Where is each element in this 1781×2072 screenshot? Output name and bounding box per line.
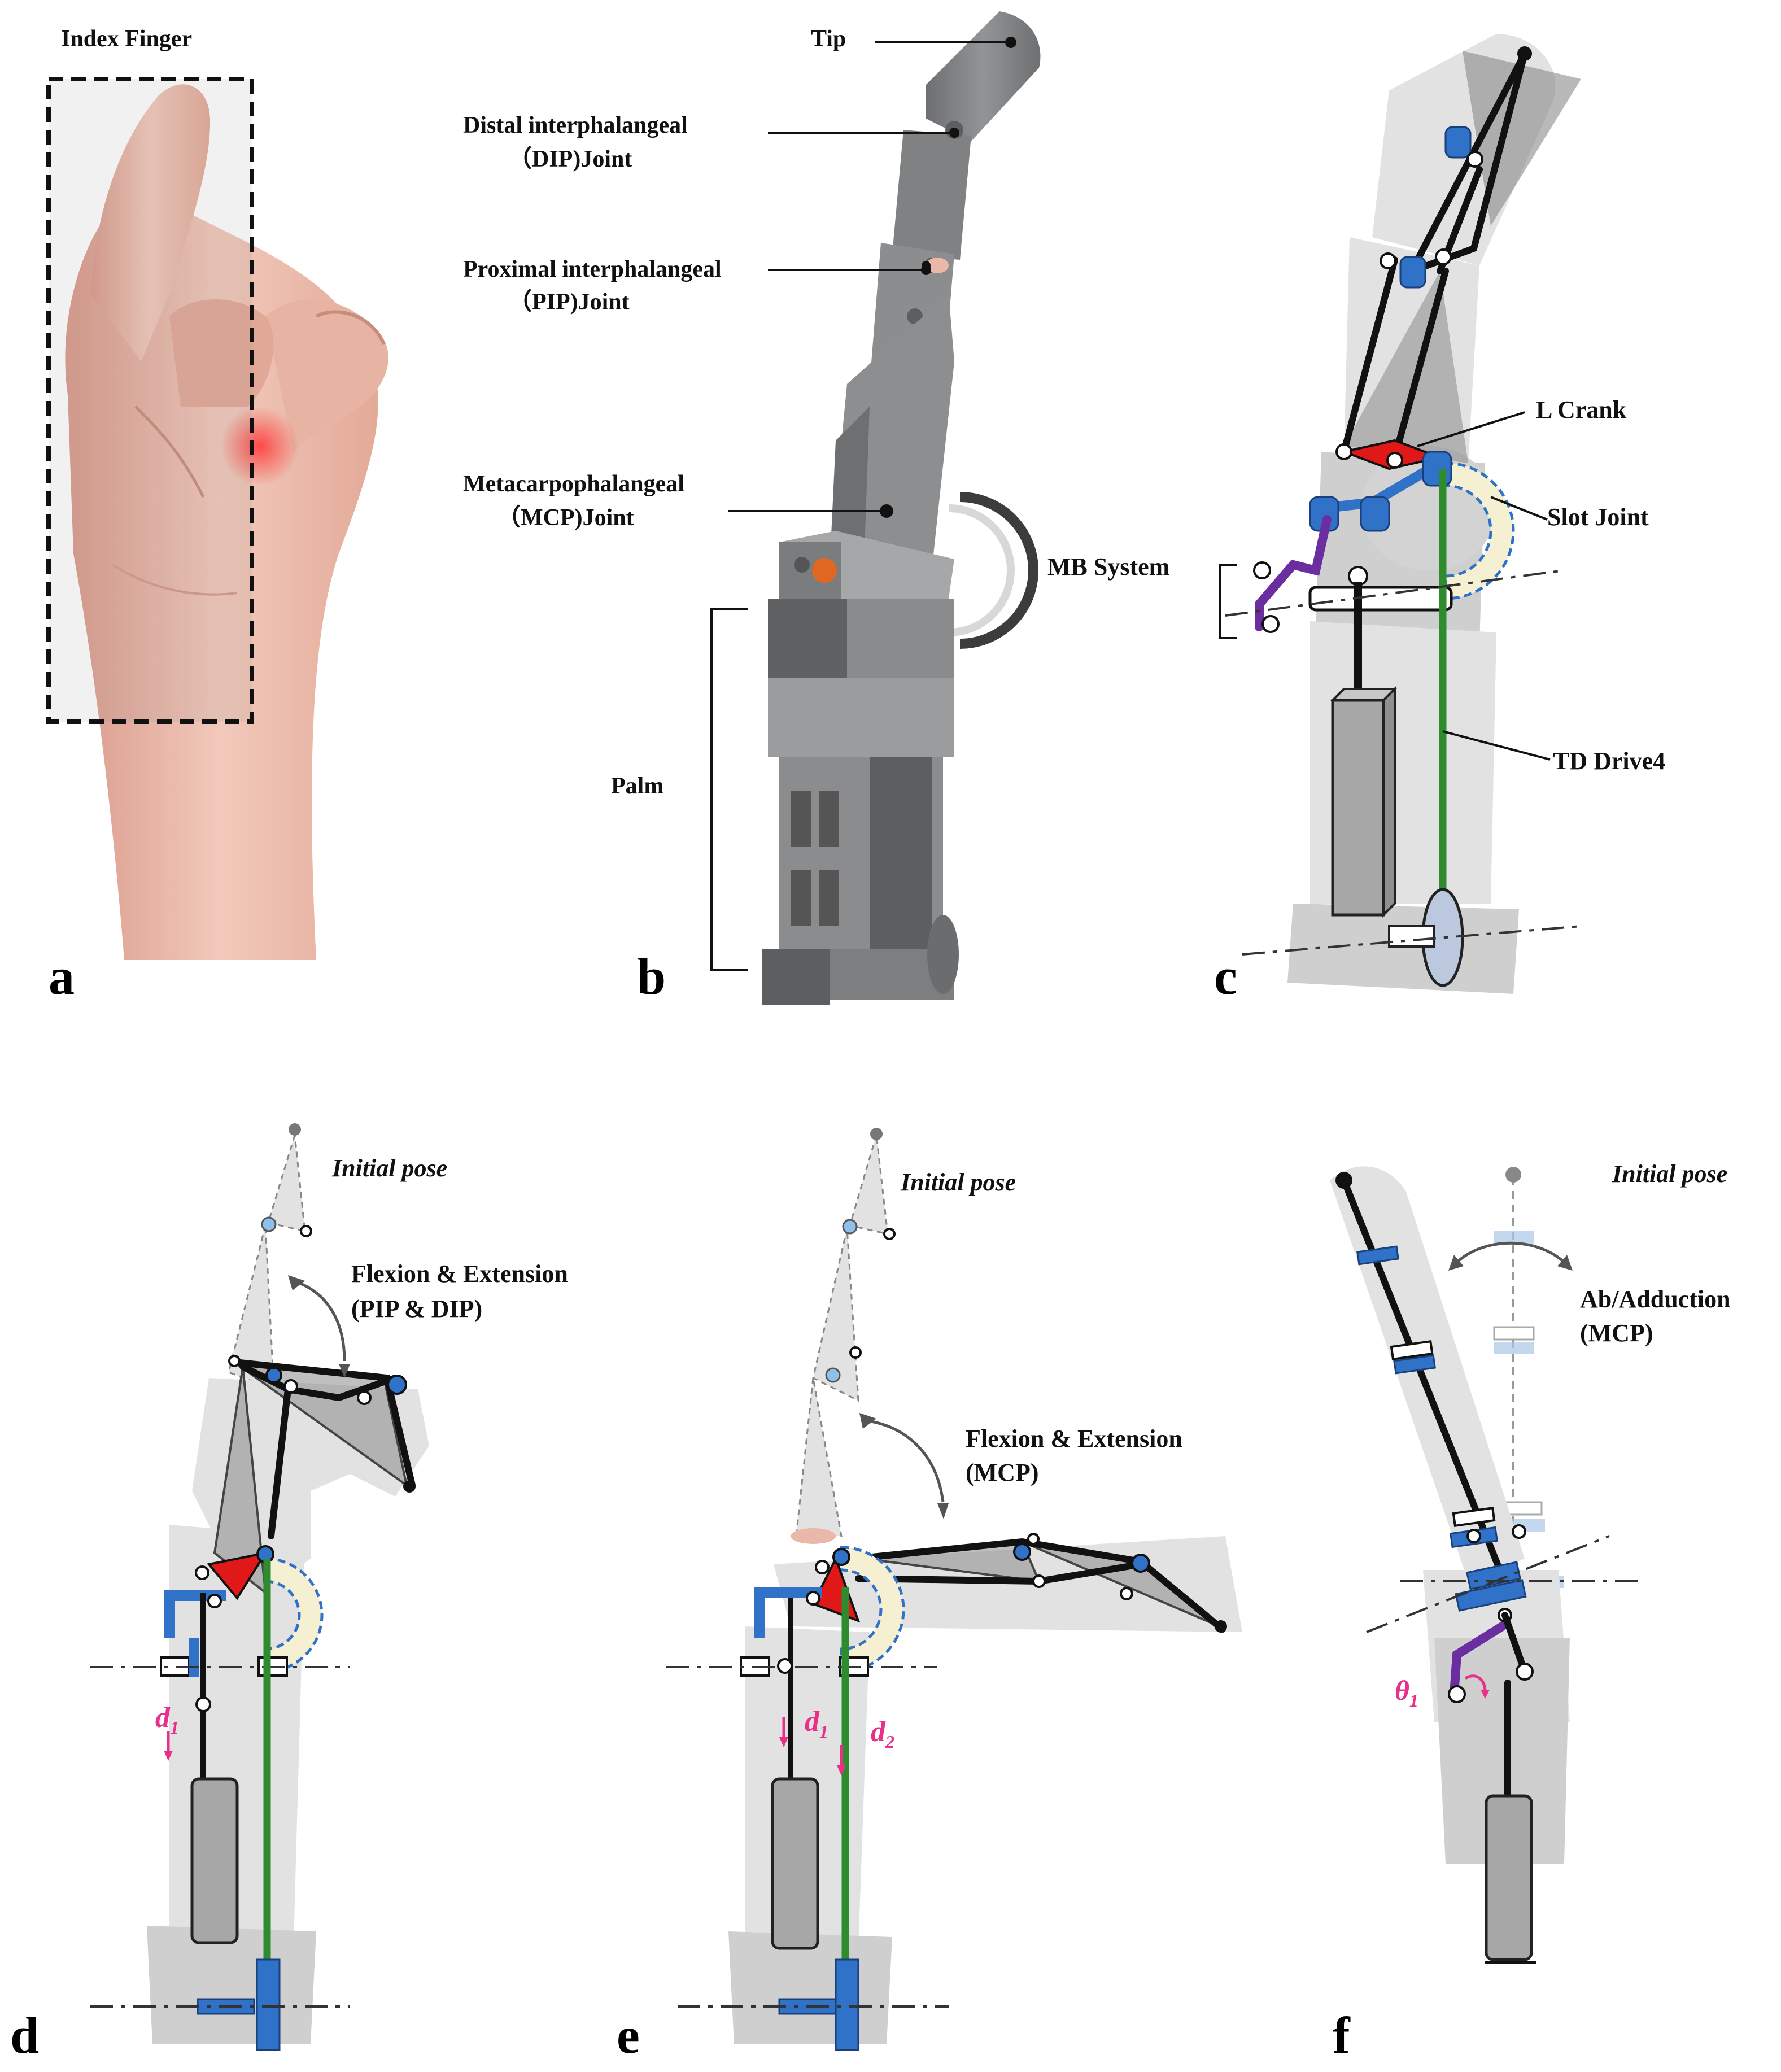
label-motion-d-line1: Flexion & Extension bbox=[351, 1260, 568, 1288]
label-dip-line2: （DIP)Joint bbox=[508, 146, 632, 172]
pulley-axis bbox=[1242, 925, 1582, 956]
label-mcp-line2: （MCP)Joint bbox=[497, 504, 634, 531]
label-motion-d-line2: (PIP & DIP) bbox=[351, 1295, 482, 1323]
slot-joint bbox=[1444, 461, 1515, 600]
panel-c: L Crank Slot Joint MB System TD Drive4 c bbox=[1047, 34, 1665, 1005]
panel-a: Index Finger a bbox=[46, 26, 388, 1005]
panel-letter-c: c bbox=[1214, 948, 1237, 1005]
actuator-f bbox=[1485, 1794, 1533, 1961]
label-l-crank: L Crank bbox=[1536, 396, 1627, 424]
leader-slot-joint bbox=[1490, 496, 1548, 521]
index-finger-selection-box bbox=[46, 77, 254, 724]
symbol-theta1: θ1 bbox=[1395, 1674, 1418, 1711]
label-pip-line2: （PIP)Joint bbox=[508, 289, 630, 315]
label-tip: Tip bbox=[811, 26, 846, 52]
ab-purple-linkage bbox=[1450, 1622, 1507, 1699]
label-initial-pose-f: Initial pose bbox=[1612, 1160, 1727, 1188]
panel-a-title: Index Finger bbox=[61, 26, 192, 52]
actuator-d bbox=[190, 1777, 239, 1944]
panel-letter-f: f bbox=[1333, 2006, 1351, 2064]
label-palm: Palm bbox=[611, 773, 663, 799]
mb-bracket bbox=[1219, 564, 1237, 639]
label-mb-system: MB System bbox=[1047, 553, 1169, 581]
symbol-e-d2: d2 bbox=[871, 1716, 894, 1752]
label-motion-f-line2: (MCP) bbox=[1580, 1319, 1653, 1347]
panel-e: d1 d2 Initial pose Flexion & Extension (… bbox=[617, 1128, 1242, 2064]
panel-b: Tip Distal interphalangeal （DIP)Joint Pr… bbox=[463, 11, 1041, 1005]
leader-td-drive bbox=[1442, 730, 1551, 761]
panel-d: d1 Initial pose Flexion & Extension (PIP… bbox=[10, 1123, 568, 2064]
label-pip-line1: Proximal interphalangeal bbox=[463, 256, 722, 282]
cad-finger-render bbox=[762, 11, 1041, 1005]
panel-letter-d: d bbox=[10, 2006, 39, 2064]
red-crank-d bbox=[207, 1551, 268, 1600]
label-motion-e-line1: Flexion & Extension bbox=[966, 1425, 1182, 1452]
mb-axis bbox=[1225, 569, 1565, 617]
leader-l-crank bbox=[1417, 411, 1525, 447]
label-slot-joint: Slot Joint bbox=[1547, 503, 1649, 531]
label-initial-pose-e: Initial pose bbox=[900, 1168, 1016, 1196]
actuator-e bbox=[771, 1777, 819, 1950]
label-motion-e-line2: (MCP) bbox=[966, 1459, 1039, 1486]
distal-roller bbox=[1444, 126, 1472, 159]
ghost-initial-pose-d bbox=[228, 1123, 312, 1391]
symbol-d1-d: d1 bbox=[155, 1702, 179, 1738]
label-initial-pose-d: Initial pose bbox=[331, 1154, 447, 1182]
panel-letter-b: b bbox=[637, 948, 666, 1005]
label-td-drive: TD Drive4 bbox=[1553, 747, 1665, 775]
ghost-initial-pose-e bbox=[795, 1128, 896, 1537]
panel-letter-e: e bbox=[617, 2006, 640, 2064]
panel-letter-a: a bbox=[49, 948, 75, 1005]
mb-bar bbox=[1308, 586, 1453, 612]
symbol-e-d1: d1 bbox=[805, 1705, 828, 1742]
panel-f: θ1 Initial pose Ab/Adduction (MCP) f bbox=[1330, 1160, 1731, 2064]
label-dip-line1: Distal interphalangeal bbox=[463, 112, 688, 138]
axis-f-tilted bbox=[1366, 1535, 1610, 1633]
linear-actuator bbox=[1331, 699, 1385, 917]
middle-roller bbox=[1399, 256, 1426, 289]
label-mcp-line1: Metacarpophalangeal bbox=[463, 471, 684, 497]
proximal-link-left bbox=[1341, 256, 1398, 455]
hand-photo bbox=[65, 84, 388, 960]
palm-bracket bbox=[710, 608, 748, 971]
proximal-link-right bbox=[1391, 268, 1449, 461]
label-motion-f-line1: Ab/Adduction bbox=[1580, 1285, 1731, 1313]
